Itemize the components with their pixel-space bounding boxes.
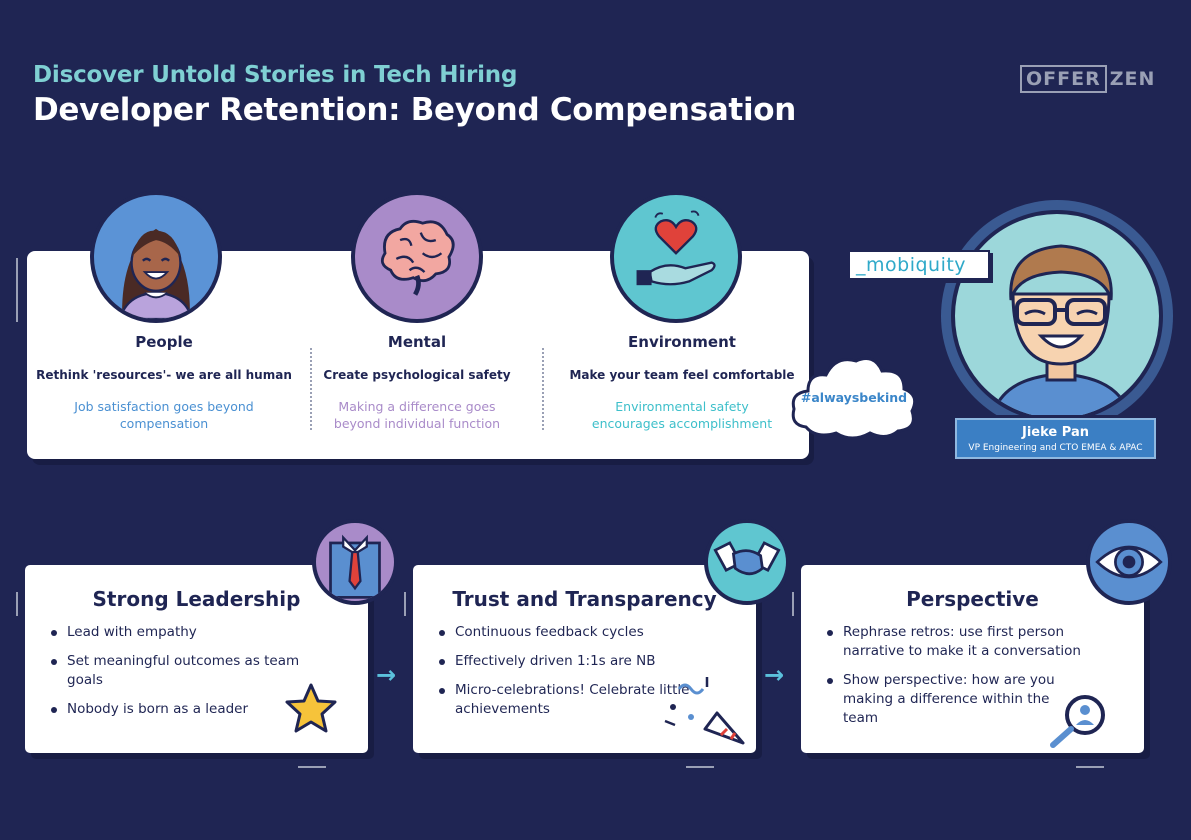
eye-icon — [1086, 519, 1172, 605]
offerzen-logo: OFFER ZEN — [1020, 65, 1158, 93]
decorative-line — [298, 766, 326, 770]
divider — [310, 348, 312, 430]
pillar-title: Mental — [387, 333, 447, 351]
heart-hand-icon — [610, 191, 742, 323]
brain-icon — [351, 191, 483, 323]
hashtag-label: #alwaysbekind — [800, 390, 908, 405]
list-item: Set meaningful outcomes as team goals — [49, 652, 311, 690]
pillar-title: People — [135, 333, 193, 351]
pillar-mental: Mental Create psychological safety Makin… — [287, 333, 547, 432]
decorative-line — [16, 592, 20, 616]
card-strong-leadership: Strong Leadership Lead with empathy Set … — [25, 565, 368, 753]
company-name: _mobiquity — [856, 254, 967, 276]
shirt-tie-icon — [312, 519, 398, 605]
card-list: Lead with empathy Set meaningful outcome… — [49, 623, 311, 729]
pillar-people: People Rethink 'resources'- we are all h… — [34, 333, 294, 432]
list-item: Lead with empathy — [49, 623, 311, 642]
pillar-subtitle: Make your team feel comfortable — [569, 368, 795, 382]
card-title: Trust and Transparency — [452, 587, 717, 611]
card-trust-transparency: Trust and Transparency Continuous feedba… — [413, 565, 756, 753]
list-item: Micro-celebrations! Celebrate little ach… — [437, 681, 699, 719]
card-perspective: Perspective Rephrase retros: use first p… — [801, 565, 1144, 753]
magnifier-person-icon — [1050, 695, 1105, 748]
card-list: Continuous feedback cycles Effectively d… — [437, 623, 699, 729]
decorative-line — [686, 766, 714, 770]
avatar — [951, 210, 1163, 422]
logo-part-zen: ZEN — [1109, 68, 1156, 90]
name-badge: Jieke Pan VP Engineering and CTO EMEA & … — [952, 415, 1159, 462]
decorative-line — [1076, 766, 1104, 770]
pillar-description: Making a difference goes beyond individu… — [333, 399, 501, 431]
arrow-icon: → — [764, 661, 785, 689]
list-item: Show perspective: how are you making a d… — [825, 671, 1087, 728]
card-title: Strong Leadership — [92, 587, 301, 611]
list-item: Continuous feedback cycles — [437, 623, 699, 642]
page-subtitle: Discover Untold Stories in Tech Hiring — [33, 62, 518, 88]
decorative-line — [16, 258, 20, 322]
list-item: Rephrase retros: use first person narrat… — [825, 623, 1087, 661]
star-icon — [285, 683, 337, 733]
handshake-icon — [704, 519, 790, 605]
card-title: Perspective — [906, 587, 1039, 611]
decorative-line — [404, 592, 408, 616]
pillar-subtitle: Create psychological safety — [323, 368, 511, 382]
card-list: Rephrase retros: use first person narrat… — [825, 623, 1087, 738]
pillar-description: Job satisfaction goes beyond compensatio… — [74, 399, 254, 431]
pillar-environment: Environment Make your team feel comforta… — [552, 333, 812, 432]
pillar-description: Environmental safety encourages accompli… — [591, 399, 773, 431]
arrow-icon: → — [376, 661, 397, 689]
person-role: VP Engineering and CTO EMEA & APAC — [968, 443, 1143, 453]
logo-part-offer: OFFER — [1020, 65, 1107, 93]
pillar-title: Environment — [628, 333, 736, 351]
party-popper-icon — [664, 677, 745, 745]
header: Discover Untold Stories in Tech Hiring D… — [33, 62, 796, 128]
page-title: Developer Retention: Beyond Compensation — [33, 92, 797, 128]
decorative-line — [792, 592, 796, 616]
people-icon — [90, 191, 222, 323]
list-item: Effectively driven 1:1s are NB — [437, 652, 699, 671]
list-item: Nobody is born as a leader — [49, 700, 311, 719]
pillar-subtitle: Rethink 'resources'- we are all human — [36, 368, 292, 382]
divider — [542, 348, 544, 430]
cloud-icon — [791, 357, 917, 440]
company-logo: _mobiquity — [848, 250, 990, 280]
person-name: Jieke Pan — [1022, 425, 1089, 440]
